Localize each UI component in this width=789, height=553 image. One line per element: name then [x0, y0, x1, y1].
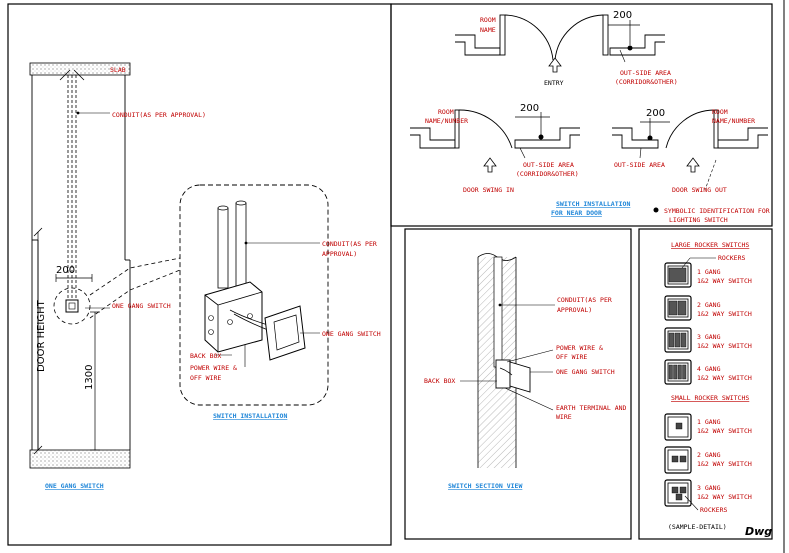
outside-right-label: OUT-SIDE AREA [614, 161, 665, 169]
symbolic-line1: SYMBOLIC IDENTIFICATION FOR [664, 207, 770, 215]
conduit-label-1: CONDUIT(AS PER APPROVAL) [112, 111, 206, 119]
bubble-power-line2: OFF WIRE [190, 374, 221, 382]
detail-bubble-labels: CONDUIT(AS PER APPROVAL) ONE GANG SWITCH… [190, 240, 381, 420]
dim-200-top: 200 [613, 10, 632, 21]
large-way-label: 1&2 WAY SWITCH [697, 310, 752, 318]
room-number-left-2: NAME/NUMBER [425, 117, 468, 125]
entry-label: ENTRY [544, 79, 564, 87]
section-power-1: POWER WIRE & [556, 344, 603, 352]
large-way-label: 1&2 WAY SWITCH [697, 342, 752, 350]
slab [29, 62, 131, 76]
dim-200-right-plan: 200 [646, 108, 665, 119]
section-title: SWITCH SECTION VIEW [448, 482, 522, 490]
slab-label: SLAB [110, 66, 126, 74]
section-power-2: OFF WIRE [556, 353, 587, 361]
rockers-top-label: ROCKERS [718, 254, 745, 262]
section-conduit-1: CONDUIT(AS PER [557, 296, 612, 304]
elevation-drawing [29, 62, 181, 469]
one-gang-label: ONE GANG SWITCH [112, 302, 171, 310]
small-way-label: 1&2 WAY SWITCH [697, 427, 752, 435]
bubble-power-line1: POWER WIRE & [190, 364, 237, 372]
top-right-panel-frame [390, 3, 773, 227]
large-way-label: 1&2 WAY SWITCH [697, 374, 752, 382]
rockers-bottom-label: ROCKERS [700, 506, 727, 514]
panel-frames [7, 3, 773, 546]
one-gang-title: ONE GANG SWITCH [45, 482, 104, 490]
rocker-panel-frame [638, 228, 773, 540]
room-number-right-2: NAME/NUMBER [712, 117, 755, 125]
small-way-label: 1&2 WAY SWITCH [697, 493, 752, 501]
small-gang-label: 2 GANG [697, 451, 721, 459]
bubble-one-gang: ONE GANG SWITCH [322, 330, 381, 338]
small-way-label: 1&2 WAY SWITCH [697, 460, 752, 468]
elevation-labels: SLAB CONDUIT(AS PER APPROVAL) 200 ONE GA… [36, 66, 206, 490]
dim-200-left: 200 [56, 265, 75, 276]
door-plan-details [483, 20, 717, 213]
dim-200-left-plan: 200 [520, 103, 539, 114]
near-door-title-2: FOR NEAR DOOR [551, 209, 602, 217]
section-drawing [460, 252, 555, 468]
rocker-labels: LARGE ROCKER SWITCHS ROCKERS SMALL ROCKE… [668, 241, 772, 538]
outside-left-1: OUT-SIDE AREA [523, 161, 574, 169]
outside-top-1: OUT-SIDE AREA [620, 69, 671, 77]
door-plan-labels: ROOM NAME 200 ENTRY OUT-SIDE AREA (CORRI… [425, 10, 770, 224]
large-gang-label: 1 GANG [697, 268, 721, 276]
bubble-back-box: BACK BOX [190, 352, 221, 360]
bubble-conduit-line1: CONDUIT(AS PER [322, 240, 377, 248]
large-gang-label: 2 GANG [697, 301, 721, 309]
bubble-conduit-line2: APPROVAL) [322, 250, 357, 258]
swing-in-label: DOOR SWING IN [463, 186, 514, 194]
room-name-top-2: NAME [480, 26, 496, 34]
section-labels: CONDUIT(AS PER APPROVAL) POWER WIRE & OF… [424, 296, 627, 490]
large-gang-label: 4 GANG [697, 365, 721, 373]
near-door-title-1: SWITCH INSTALLATION [556, 200, 630, 208]
door-plans [410, 14, 768, 149]
large-way-label: 1&2 WAY SWITCH [697, 277, 752, 285]
outside-left-2: (CORRIDOR&OTHER) [516, 170, 579, 178]
door-height-label: DOOR HEIGHT [36, 299, 47, 372]
section-earth-1: EARTH TERMINAL AND [556, 404, 627, 412]
detail-bubble [179, 184, 329, 406]
room-name-top-1: ROOM [480, 16, 496, 24]
sample-detail-label: (SAMPLE-DETAIL) [668, 523, 727, 531]
floor [29, 449, 131, 469]
section-one-gang: ONE GANG SWITCH [556, 368, 615, 376]
small-gang-label: 1 GANG [697, 418, 721, 426]
section-earth-2: WIRE [556, 413, 572, 421]
symbolic-line2: LIGHTING SWITCH [669, 216, 728, 224]
small-rocker-title: SMALL ROCKER SWITCHS [671, 394, 749, 402]
large-gang-label: 3 GANG [697, 333, 721, 341]
outside-top-2: (CORRIDOR&OTHER) [615, 78, 678, 86]
large-rocker-title: LARGE ROCKER SWITCHS [671, 241, 749, 249]
dwg-logo: Dwg [745, 525, 772, 538]
small-gang-label: 3 GANG [697, 484, 721, 492]
section-back-box: BACK BOX [424, 377, 455, 385]
switch-symbol [65, 299, 79, 313]
room-number-left-1: ROOM [438, 108, 454, 116]
section-panel-frame [404, 228, 632, 540]
left-panel-frame [7, 3, 392, 546]
dim-1300-label: 1300 [84, 365, 95, 390]
swing-out-label: DOOR SWING OUT [672, 186, 727, 194]
section-conduit-2: APPROVAL) [557, 306, 592, 314]
room-number-right-1: ROOM [712, 108, 728, 116]
switch-installation-title: SWITCH INSTALLATION [213, 412, 287, 420]
